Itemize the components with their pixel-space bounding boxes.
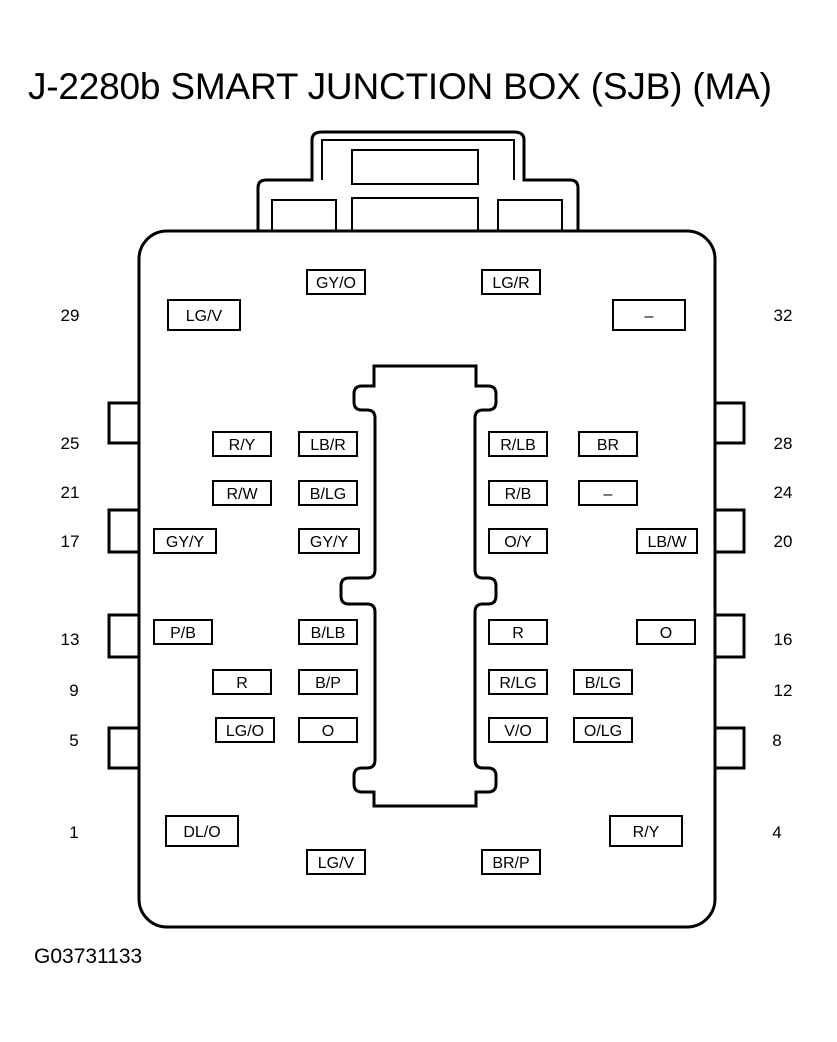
wire-labels: GY/O LG/R LG/V – R/Y LB/R R/LB BR R/W B/…: [153, 269, 698, 875]
wire-label-dl-o: DL/O: [165, 815, 239, 847]
svg-text:GY/Y: GY/Y: [310, 534, 349, 551]
svg-text:O: O: [660, 625, 672, 642]
side-tabs: [107, 401, 746, 770]
svg-text:O/LG: O/LG: [584, 723, 622, 740]
svg-text:B/LB: B/LB: [311, 625, 346, 642]
wire-label-empty-24: –: [578, 480, 638, 506]
svg-text:R/Y: R/Y: [633, 824, 660, 841]
pin-number-25: 25: [61, 434, 80, 453]
pin-number-8: 8: [772, 731, 781, 750]
wire-label-gy-o: GY/O: [306, 269, 366, 295]
pin-number-1: 1: [69, 823, 78, 842]
wire-label-r-16: R: [488, 619, 548, 645]
wire-label-lb-w: LB/W: [636, 528, 698, 554]
svg-text:LB/R: LB/R: [310, 437, 346, 454]
svg-text:V/O: V/O: [504, 723, 532, 740]
wire-label-r-w: R/W: [212, 480, 272, 506]
pin-number-13: 13: [61, 630, 80, 649]
wire-label-o-16: O: [636, 619, 696, 645]
svg-text:R/LG: R/LG: [499, 675, 536, 692]
svg-text:R/Y: R/Y: [229, 437, 256, 454]
pin-number-9: 9: [69, 681, 78, 700]
wire-label-o-lg: O/LG: [573, 717, 633, 743]
pin-number-21: 21: [61, 483, 80, 502]
wire-label-r-9: R: [212, 669, 272, 695]
svg-text:GY/Y: GY/Y: [166, 534, 205, 551]
wire-label-lg-v-bottom: LG/V: [306, 849, 366, 875]
pin-number-20: 20: [774, 532, 793, 551]
svg-text:LG/O: LG/O: [226, 723, 264, 740]
pin-number-29: 29: [61, 306, 80, 325]
svg-text:LG/V: LG/V: [318, 855, 355, 872]
pin-number-17: 17: [61, 532, 80, 551]
wire-label-gy-y-17: GY/Y: [153, 528, 217, 554]
svg-text:LB/W: LB/W: [647, 534, 687, 551]
svg-text:GY/O: GY/O: [316, 275, 356, 292]
pin-number-24: 24: [774, 483, 793, 502]
svg-text:BR/P: BR/P: [492, 855, 529, 872]
wire-label-br: BR: [578, 431, 638, 457]
svg-text:B/LG: B/LG: [310, 486, 346, 503]
wire-label-r-lg: R/LG: [488, 669, 548, 695]
svg-text:BR: BR: [597, 437, 619, 454]
svg-text:R: R: [512, 625, 524, 642]
svg-text:B/P: B/P: [315, 675, 341, 692]
pin-number-28: 28: [774, 434, 793, 453]
wire-label-r-y-4: R/Y: [609, 815, 683, 847]
svg-text:B/LG: B/LG: [585, 675, 621, 692]
wire-label-b-lb: B/LB: [298, 619, 358, 645]
pin-numbers: 29 32 25 28 21 24 17 20 13 16 9 12 5 8 1…: [61, 306, 793, 842]
figure-id: G03731133: [34, 945, 143, 968]
svg-text:LG/R: LG/R: [492, 275, 529, 292]
wire-label-o-5: O: [298, 717, 358, 743]
wire-label-r-y-25: R/Y: [212, 431, 272, 457]
center-cavity: [339, 364, 498, 808]
wire-label-lb-r: LB/R: [298, 431, 358, 457]
wire-label-r-b: R/B: [488, 480, 548, 506]
wire-label-lg-v-29: LG/V: [167, 299, 241, 331]
wire-label-b-lg-21: B/LG: [298, 480, 358, 506]
wire-label-gy-y-center: GY/Y: [298, 528, 360, 554]
wire-label-lg-o: LG/O: [215, 717, 275, 743]
svg-text:P/B: P/B: [170, 625, 196, 642]
wire-label-lg-r: LG/R: [481, 269, 541, 295]
wire-label-b-p: B/P: [298, 669, 358, 695]
wire-label-b-lg-12: B/LG: [573, 669, 633, 695]
svg-text:R/B: R/B: [505, 486, 532, 503]
pin-number-32: 32: [774, 306, 793, 325]
wire-label-p-b: P/B: [153, 619, 213, 645]
wire-label-br-p: BR/P: [481, 849, 541, 875]
svg-text:R/LB: R/LB: [500, 437, 536, 454]
svg-text:O: O: [322, 723, 334, 740]
svg-text:O/Y: O/Y: [504, 534, 532, 551]
wire-label-empty-32: –: [612, 299, 686, 331]
svg-text:–: –: [604, 486, 613, 503]
svg-text:LG/V: LG/V: [186, 308, 223, 325]
pin-number-12: 12: [774, 681, 793, 700]
wire-label-r-lb: R/LB: [488, 431, 548, 457]
pin-number-16: 16: [774, 630, 793, 649]
wire-label-v-o: V/O: [488, 717, 548, 743]
svg-text:–: –: [645, 308, 654, 325]
svg-text:DL/O: DL/O: [183, 824, 220, 841]
junction-box-body: [137, 229, 717, 929]
wire-label-o-y: O/Y: [488, 528, 548, 554]
svg-text:R/W: R/W: [226, 486, 258, 503]
top-connector: [256, 130, 580, 233]
diagram-title: J-2280b SMART JUNCTION BOX (SJB) (MA): [28, 66, 772, 107]
pin-number-4: 4: [772, 823, 781, 842]
svg-text:R: R: [236, 675, 248, 692]
pin-number-5: 5: [69, 731, 78, 750]
